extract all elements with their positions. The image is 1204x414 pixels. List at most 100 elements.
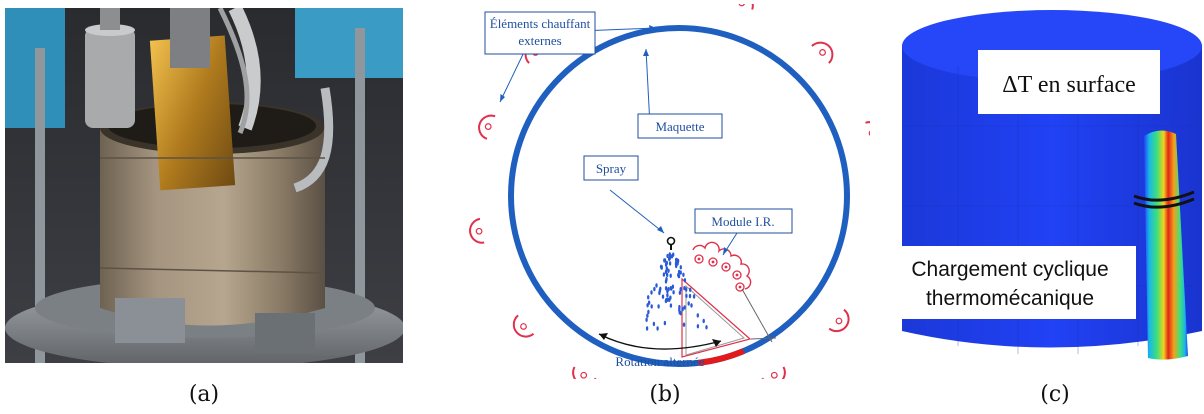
spray-droplet <box>671 284 675 289</box>
spray-droplet <box>646 303 649 308</box>
spray-droplet <box>664 298 668 304</box>
heater-element <box>819 49 826 56</box>
spray-droplet <box>666 293 669 298</box>
spray-droplet <box>705 325 708 330</box>
spray-droplet <box>657 304 660 309</box>
label-rotation: Rotation alternée <box>615 354 704 369</box>
label-delta-t: ΔT en surface <box>1002 72 1136 98</box>
heater-arc <box>828 308 850 333</box>
rotation-arrow <box>598 333 722 350</box>
heater-element <box>475 227 483 235</box>
spray-droplet <box>696 313 699 318</box>
spray-droplet <box>670 254 674 259</box>
spray-droplet <box>677 269 681 275</box>
spray-droplet <box>682 272 685 277</box>
spray-droplet <box>665 277 668 282</box>
caption-c: (c) <box>1040 382 1070 407</box>
spray-droplet <box>667 268 670 273</box>
spray-droplet <box>659 264 663 269</box>
panel-b-schematic: Éléments chauffant externes Maquette Spr… <box>460 0 888 409</box>
spray-droplet <box>679 265 682 270</box>
spray-droplet <box>664 262 668 267</box>
external-heaters <box>469 0 888 409</box>
ir-module <box>681 241 777 358</box>
label-loading-line2: thermomécanique <box>926 287 1094 310</box>
spray-droplet <box>702 318 705 324</box>
panel-a-photo <box>5 4 405 368</box>
spray-droplet <box>669 303 673 308</box>
heater-element <box>484 123 492 130</box>
spray-droplet <box>696 324 700 329</box>
heater-arc <box>728 0 754 10</box>
spray-droplet <box>661 294 665 299</box>
spray-droplet <box>681 307 684 312</box>
spray-droplet <box>663 258 667 263</box>
heater-arc <box>478 114 496 140</box>
spray-droplet <box>647 300 651 305</box>
spray-droplet <box>663 320 667 326</box>
spray-droplet <box>685 287 688 292</box>
label-spray: Spray <box>596 161 627 176</box>
mockup-ring <box>508 25 850 367</box>
spray-droplet <box>690 303 693 308</box>
spray-droplet <box>666 253 669 259</box>
panel-c-simulation: ΔT en surface Chargement cyclique thermo… <box>898 6 1204 371</box>
heater-arc <box>811 41 834 64</box>
spray-droplet <box>645 326 649 331</box>
spray-droplet <box>688 293 692 299</box>
hot-band <box>1144 130 1188 360</box>
spray-droplet <box>652 321 656 327</box>
spray-droplet <box>678 290 682 295</box>
spray-droplet <box>687 301 690 306</box>
spray-droplet <box>685 293 688 299</box>
caption-a: (a) <box>188 382 220 407</box>
spray-droplet <box>689 287 692 292</box>
heater-element <box>835 317 843 325</box>
label-loading-line1: Chargement cyclique <box>911 258 1108 281</box>
spray-droplet <box>646 313 649 318</box>
spray-droplet <box>653 286 656 292</box>
spray-droplet <box>678 307 681 313</box>
spray-droplet <box>656 326 659 331</box>
label-ir-module: Module I.R. <box>711 214 774 229</box>
heater-arc <box>469 217 485 244</box>
heater-element <box>868 129 876 137</box>
spray-droplet <box>658 288 662 293</box>
label-mockup: Maquette <box>655 119 704 134</box>
spray-droplet <box>672 290 675 295</box>
spray-droplet <box>650 304 653 309</box>
spray-droplet <box>647 309 650 315</box>
heater-element <box>520 323 527 330</box>
hot-ring-segment <box>698 348 745 366</box>
spray-droplet <box>675 257 678 263</box>
schematic-diagram: Éléments chauffant externes Maquette Spr… <box>469 0 888 409</box>
spray-droplet <box>662 272 666 277</box>
heater-arc <box>512 314 535 338</box>
spray-droplet <box>655 283 658 288</box>
spray-droplet <box>668 297 671 302</box>
label-heaters-line1: Éléments chauffant <box>490 16 591 31</box>
heater-element <box>580 371 588 379</box>
label-heaters-line2: externes <box>518 33 561 48</box>
spray-droplet <box>679 287 682 292</box>
spray-droplet <box>669 286 672 291</box>
spray-droplet <box>682 322 686 327</box>
spray-droplet <box>666 272 669 278</box>
spray-droplet <box>676 261 679 266</box>
caption-b: (b) <box>649 382 681 407</box>
spray-droplet <box>683 286 686 291</box>
spray-droplet <box>668 252 671 257</box>
spray-droplet <box>665 266 668 271</box>
spray-droplet <box>669 273 672 278</box>
spray-droplet <box>683 278 687 283</box>
spray-droplet <box>664 286 668 291</box>
spray-droplet <box>668 261 672 266</box>
spray-droplet <box>666 289 669 294</box>
spray-nozzle <box>666 236 676 250</box>
spray-droplet <box>645 317 648 322</box>
spray-droplet <box>668 256 671 262</box>
rig-photo-illustration <box>5 4 405 368</box>
spray-droplets <box>645 252 708 331</box>
cylinder-contour-plot: ΔT en surface Chargement cyclique thermo… <box>898 6 1204 371</box>
spray-droplet <box>650 290 653 295</box>
